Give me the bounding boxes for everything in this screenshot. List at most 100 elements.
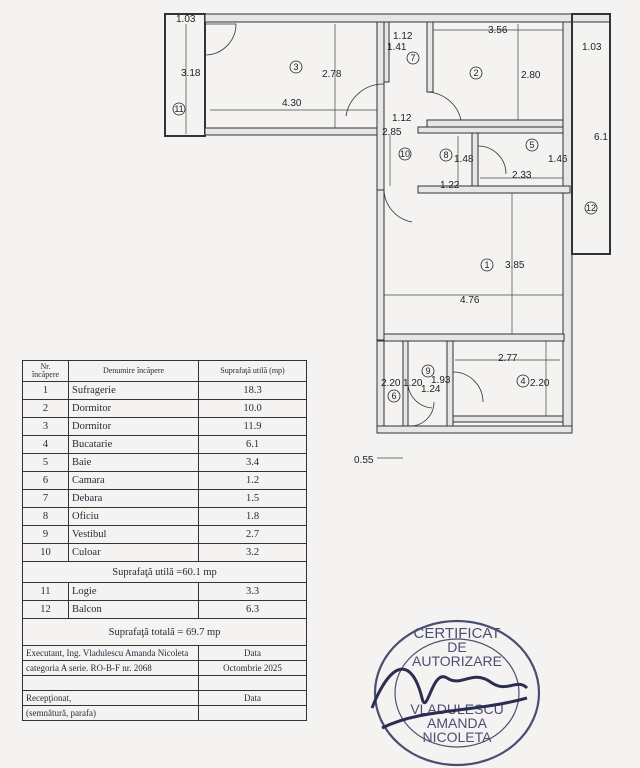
signature-scribble xyxy=(370,667,529,730)
dim-label: 1.41 xyxy=(387,42,407,53)
wall-partition-6-9 xyxy=(402,340,409,427)
room-number-marker: 5 xyxy=(525,138,539,152)
authorization-stamp: CERTIFICAT DE AUTORIZARE VLADULESCU AMAN… xyxy=(370,619,541,767)
svg-text:9: 9 xyxy=(425,366,430,376)
room-nr: 4 xyxy=(22,435,69,454)
room-number-marker: 1 xyxy=(480,258,494,272)
room-name: Balcon xyxy=(68,600,199,619)
room-name: Bucatarie xyxy=(68,435,199,454)
room-nr: 10 xyxy=(22,543,69,562)
room-name: Camara xyxy=(68,471,199,490)
spacer-row xyxy=(22,675,307,691)
wall-partition-3-7 xyxy=(383,21,390,83)
wall-bath-bottom xyxy=(417,185,571,194)
svg-text:4: 4 xyxy=(520,376,525,386)
door-swing-vestibul xyxy=(407,384,433,409)
dim-label: 2.80 xyxy=(521,70,541,81)
room-nr: 3 xyxy=(22,417,69,436)
room-nr: 2 xyxy=(22,399,69,418)
dim-label: 1.46 xyxy=(548,154,568,165)
room-number-marker: 8 xyxy=(439,148,453,162)
door-swing-room2 xyxy=(426,91,462,121)
wall-living-bottom xyxy=(383,333,565,342)
room-name: Debara xyxy=(68,489,199,508)
signature-cell xyxy=(198,705,307,721)
dim-label: 1.20 xyxy=(403,378,423,389)
dim-label: 2.20 xyxy=(381,378,401,389)
wall-living-left xyxy=(376,189,385,341)
signature-row: (semnătură, parafa) xyxy=(22,705,307,721)
room-area: 6.1 xyxy=(198,435,307,454)
category-label: categoria A serie. RO-B-F nr. 2068 xyxy=(22,660,199,676)
svg-text:12: 12 xyxy=(586,203,596,213)
executant-row: Executant, Ing. Vladulescu Amanda Nicole… xyxy=(22,645,307,661)
svg-text:7: 7 xyxy=(410,53,415,63)
dim-label: 1.03 xyxy=(176,14,196,25)
room-nr: 9 xyxy=(22,525,69,544)
room-number-marker: 12 xyxy=(584,201,598,215)
svg-text:11: 11 xyxy=(174,104,183,114)
dim-label: 2.20 xyxy=(530,378,550,389)
room-nr: 8 xyxy=(22,507,69,526)
room-name: Dormitor xyxy=(68,417,199,436)
room-nr: 1 xyxy=(22,381,69,400)
dim-label: 1.12 xyxy=(393,31,413,42)
header-area: Suprafaţă utilă (mp) xyxy=(198,360,307,382)
wall-bath-top xyxy=(417,126,564,134)
table-header-row: Nr. încăpere Denumire încăpere Suprafaţă… xyxy=(22,360,307,382)
dim-label: 1.22 xyxy=(440,180,460,191)
wall-partition-9-4 xyxy=(446,340,454,427)
wall-corridor-left xyxy=(376,21,385,191)
dim-label: 1.03 xyxy=(582,42,602,53)
room-area: 11.9 xyxy=(198,417,307,436)
svg-text:10: 10 xyxy=(400,149,410,159)
room-area: 18.3 xyxy=(198,381,307,400)
room-number-marker: 9 xyxy=(421,364,435,378)
dim-label: 6.1 xyxy=(594,132,608,143)
date-label-2: Data xyxy=(198,690,307,706)
svg-text:8: 8 xyxy=(443,150,448,160)
room-area: 2.7 xyxy=(198,525,307,544)
header-nr: Nr. încăpere xyxy=(22,360,69,382)
room-nr: 12 xyxy=(22,600,69,619)
wall-room4-bottom xyxy=(452,415,564,423)
room-area: 3.3 xyxy=(198,582,307,601)
room-area: 1.2 xyxy=(198,471,307,490)
door-swing-bath xyxy=(477,145,507,175)
category-row: categoria A serie. RO-B-F nr. 2068 Octom… xyxy=(22,660,307,676)
room-area: 10.0 xyxy=(198,399,307,418)
svg-text:2: 2 xyxy=(473,68,478,78)
svg-text:1: 1 xyxy=(484,260,489,270)
spacer-cell xyxy=(22,675,199,691)
wall-partition-7-2 xyxy=(426,21,434,93)
stamp-line: AMANDA xyxy=(427,715,488,731)
dim-label: 0.55 xyxy=(354,455,374,466)
room-name: Dormitor xyxy=(68,399,199,418)
dim-label: 3.18 xyxy=(181,68,201,79)
wall-right xyxy=(562,21,573,433)
area-table: Nr. încăpere Denumire încăpere Suprafaţă… xyxy=(22,360,307,721)
room-number-marker: 10 xyxy=(398,147,412,161)
room-nr: 11 xyxy=(22,582,69,601)
svg-text:5: 5 xyxy=(529,140,534,150)
room-area: 6.3 xyxy=(198,600,307,619)
stamp-line: NICOLETA xyxy=(423,729,493,745)
receptionat-row: Recepţionat, Data xyxy=(22,690,307,706)
room-name: Oficiu xyxy=(68,507,199,526)
stamp-inner-ring xyxy=(394,638,520,748)
wall-room3-bottom xyxy=(204,127,378,136)
room-name: Sufragerie xyxy=(68,381,199,400)
dim-label: 2.85 xyxy=(382,127,402,138)
room-area: 3.2 xyxy=(198,543,307,562)
